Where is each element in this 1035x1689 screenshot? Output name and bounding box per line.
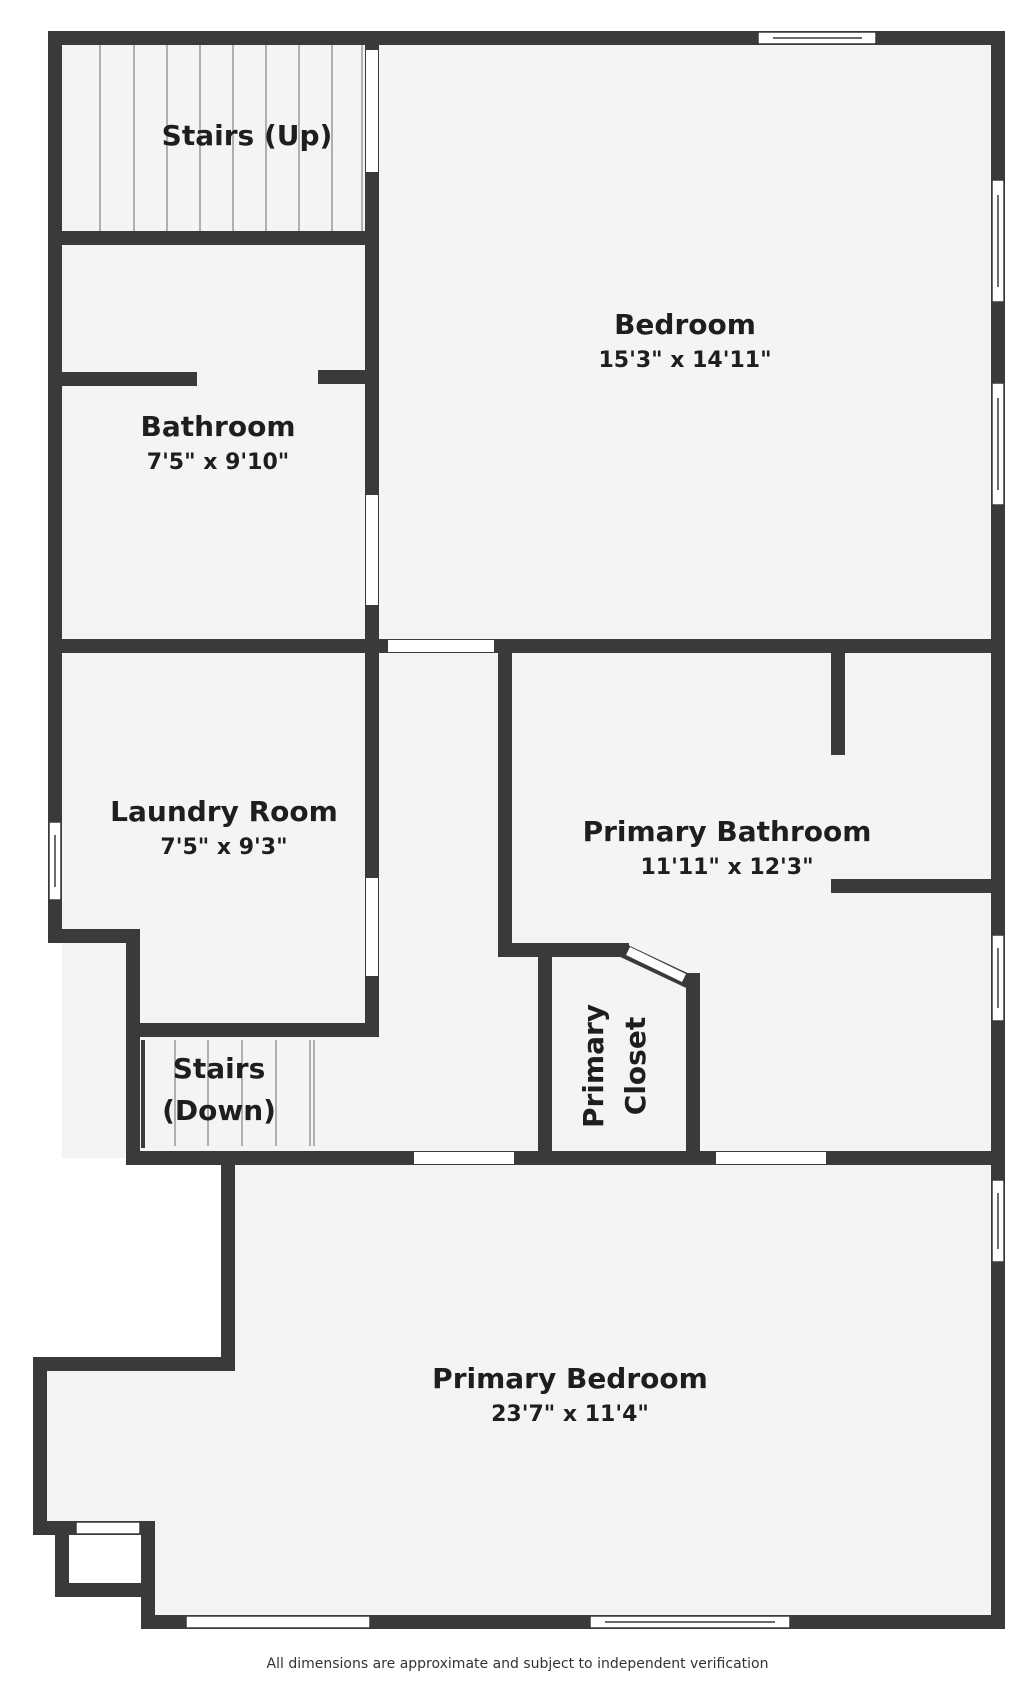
floor-fills [40,38,998,1622]
dims-primary-bathroom: 11'11" x 12'3" [640,855,813,880]
label-primary-bedroom: Primary Bedroom [432,1362,708,1395]
label-stairs-down-2: (Down) [162,1094,276,1127]
label-bathroom: Bathroom [140,410,295,443]
dims-primary-bedroom: 23'7" x 11'4" [491,1402,649,1427]
label-primary-closet-1: Primary [577,1004,610,1128]
door-bedroom [388,640,494,652]
openings [48,31,1005,1629]
dims-bedroom: 15'3" x 14'11" [598,348,771,373]
label-stairs-down-1: Stairs [173,1052,266,1085]
door-primary-bath-bedroom [716,1152,826,1164]
label-primary-bathroom: Primary Bathroom [583,815,872,848]
door-stairs-up [366,50,378,172]
label-bedroom: Bedroom [614,308,756,341]
door-primary-bedroom-hall [414,1152,514,1164]
dims-laundry: 7'5" x 9'3" [160,835,287,860]
label-stairs-up: Stairs (Up) [162,119,333,152]
room-labels: Stairs (Up) Bedroom 15'3" x 14'11" Bathr… [110,119,871,1427]
label-laundry: Laundry Room [110,795,338,828]
dims-bathroom: 7'5" x 9'10" [147,450,289,475]
stairs-down-treads [174,1040,315,1146]
door-laundry [366,878,378,976]
door-bathroom [366,495,378,605]
window-small-alcove [75,1521,141,1535]
window-primary-bedroom-bottom-1 [185,1615,371,1629]
stairs-up-treads [99,44,363,232]
dimensions-disclaimer: All dimensions are approximate and subje… [266,1656,769,1672]
upper-floor-area [62,38,998,1158]
primary-bedroom-floor [40,1158,998,1622]
closet-door-opening [626,946,686,983]
label-primary-closet-2: Closet [619,1017,652,1115]
